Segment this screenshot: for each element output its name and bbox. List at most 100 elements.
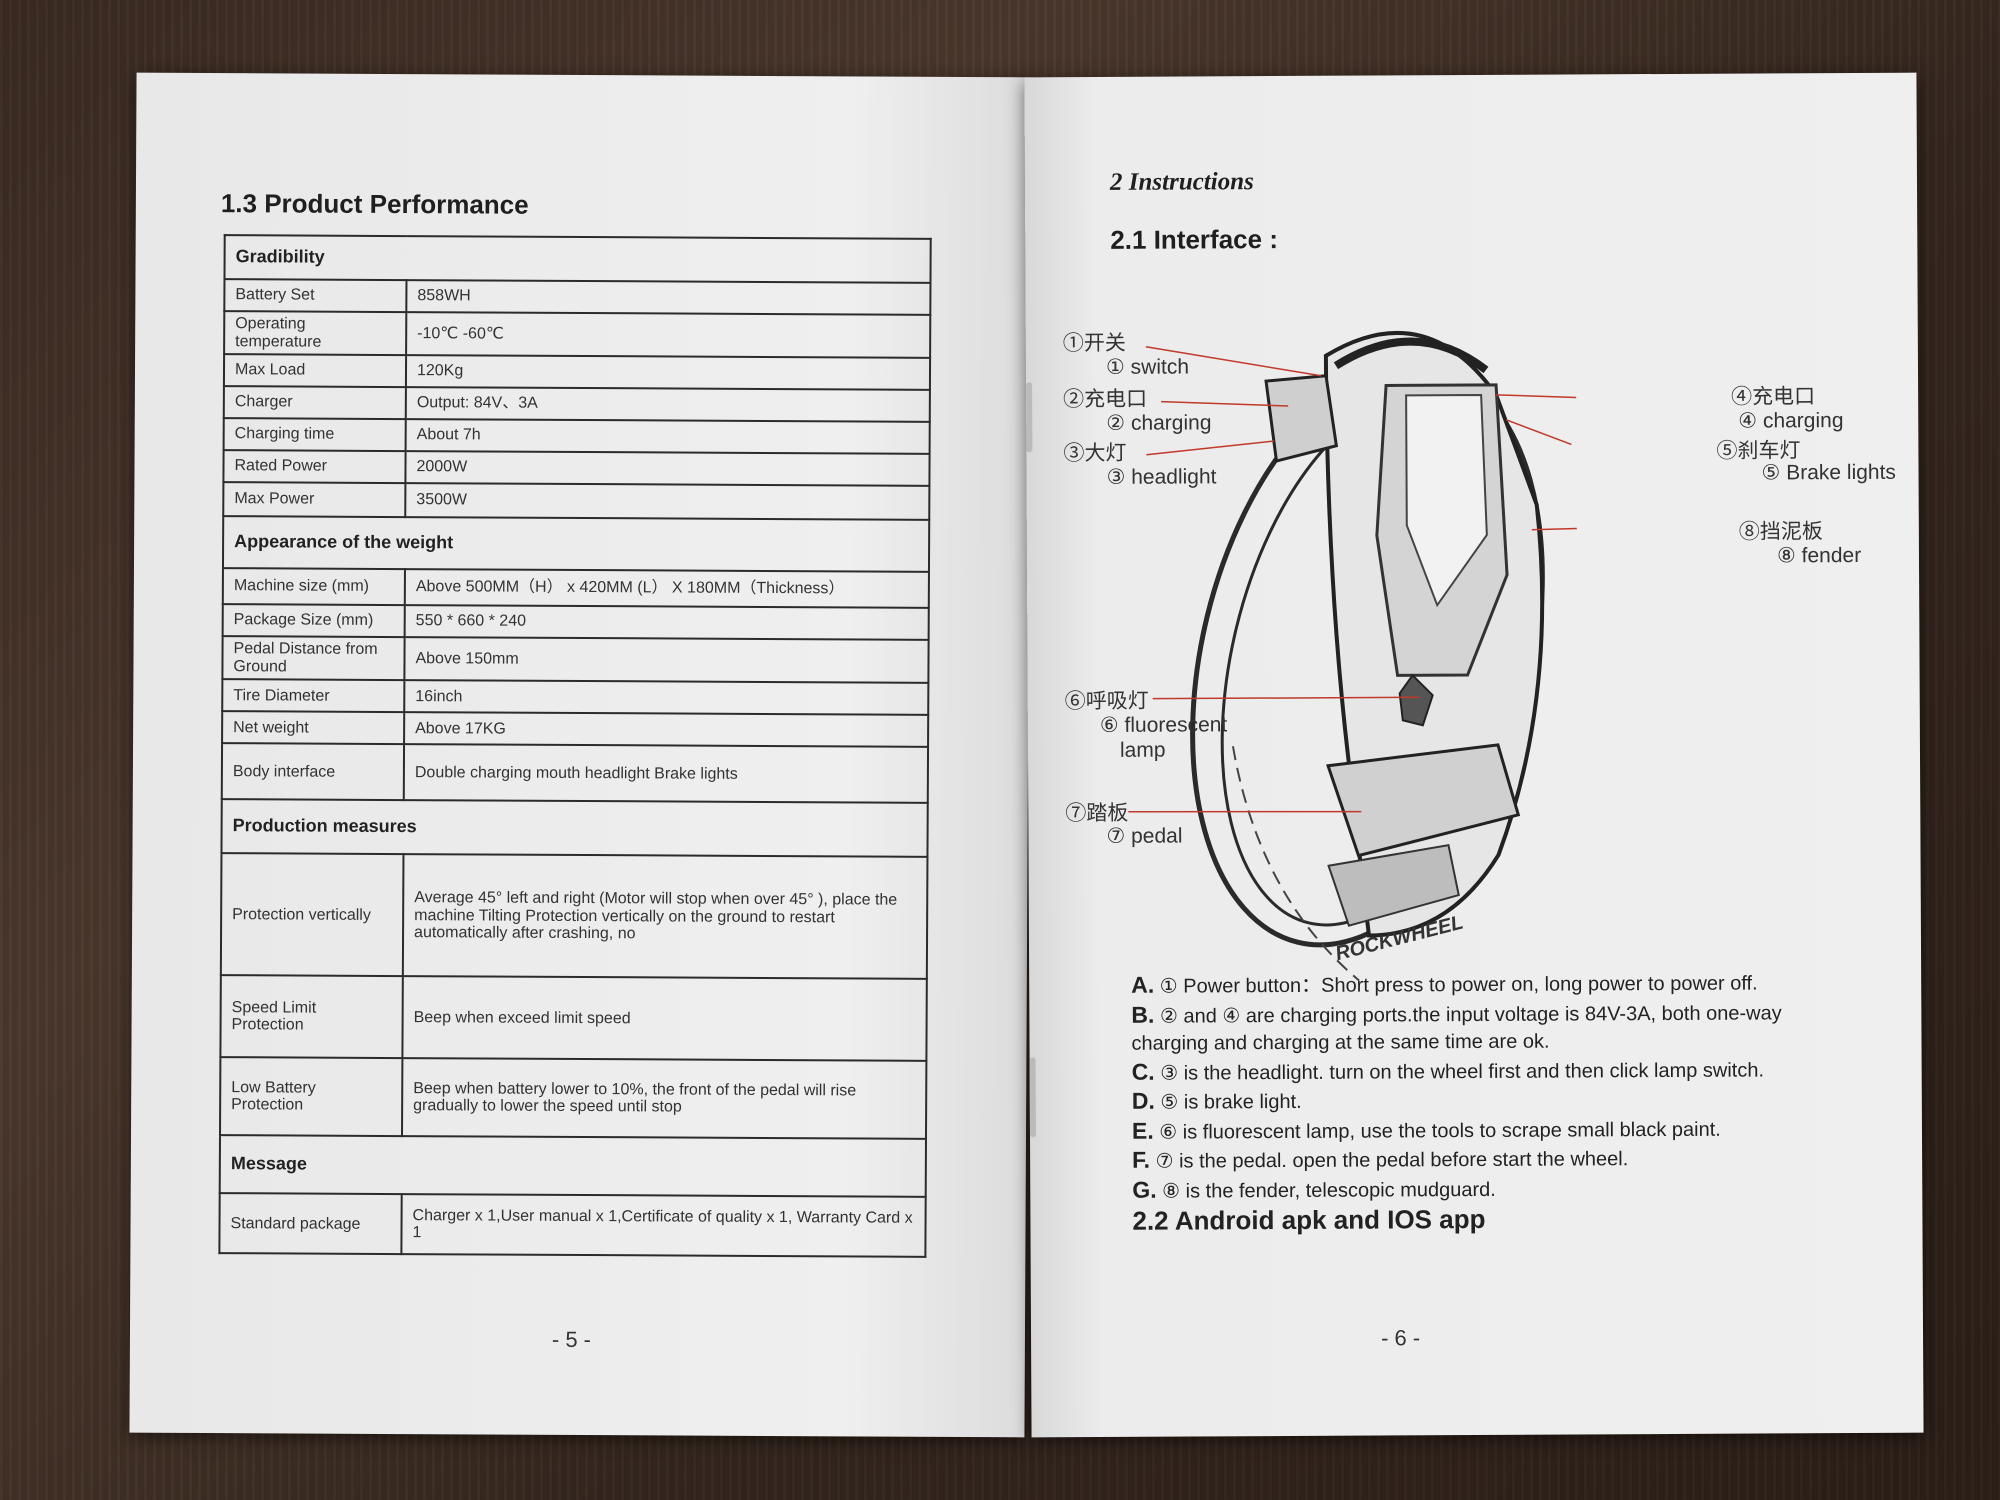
spec-value: Output: 84V、3A [405, 387, 930, 423]
label-lamp: lamp [1119, 738, 1166, 762]
spec-key: Tire Diameter [222, 679, 405, 713]
spec-value: 550 * 660 * 240 [404, 605, 929, 641]
spec-key: Charging time [223, 418, 406, 452]
spec-value: Above 500MM（H） x 420MM (L） X 180MM（Thick… [404, 569, 929, 609]
instruction-item: E. ⑥ is fluorescent lamp, use the tools … [1132, 1114, 1832, 1147]
instruction-item: G. ⑧ is the fender, telescopic mudguard. [1132, 1173, 1832, 1206]
spec-key: Operating temperature [224, 311, 407, 356]
label-brake-lights: ⑤ Brake lights [1761, 460, 1896, 485]
spec-key: Rated Power [223, 450, 406, 484]
table-row: Operating temperature-10℃ -60℃ [224, 311, 931, 359]
instruction-letter: D. [1131, 1087, 1155, 1114]
spec-value: Beep when battery lower to 10%, the fron… [402, 1058, 927, 1140]
spec-key: Standard package [219, 1193, 402, 1255]
label-switch: ① switch [1105, 355, 1190, 379]
table-group-row: Message [219, 1135, 926, 1198]
page-6: 2 Instructions 2.1 Interface : [1024, 72, 1924, 1438]
label-charging-cn: ②充电口 [1063, 387, 1148, 412]
spec-value: 3500W [405, 483, 930, 521]
unicycle-illustration [1128, 330, 1577, 982]
instruction-item: D. ⑤ is brake light. [1132, 1084, 1832, 1117]
spec-key: Package Size (mm) [222, 604, 405, 638]
label-headlight-cn: ③大灯 [1063, 441, 1127, 466]
spec-key: Body interface [221, 743, 405, 801]
spec-value: Above 150mm [404, 637, 929, 684]
table-row: Package Size (mm)550 * 660 * 240 [222, 604, 929, 641]
instruction-text: ⑤ is brake light. [1160, 1090, 1302, 1114]
instruction-letter: E. [1131, 1117, 1154, 1144]
spec-key: Charger [223, 386, 406, 420]
spec-value: Beep when exceed limit speed [402, 976, 927, 1062]
table-row: Machine size (mm)Above 500MM（H） x 420MM … [222, 568, 929, 609]
spec-key: Speed Limit Protection [220, 975, 403, 1059]
instruction-item: A. ① Power button：Short press to power o… [1131, 968, 1831, 1001]
group-header: Gradibility [224, 235, 931, 283]
instruction-item: B. ② and ④ are charging ports.the input … [1131, 998, 1831, 1059]
instruction-text: ⑦ is the pedal. open the pedal before st… [1155, 1148, 1629, 1173]
spec-key: Machine size (mm) [222, 568, 405, 606]
page-number: - 5 - [551, 1326, 592, 1353]
label-charging-2-cn: ④充电口 [1731, 385, 1816, 409]
spec-value: -10℃ -60℃ [406, 312, 931, 359]
label-fluorescent: ⑥ fluorescent [1099, 713, 1228, 737]
group-header: Production measures [221, 799, 928, 858]
label-charging-2: ④ charging [1738, 409, 1844, 433]
apps-subsection-title: 2.2 Android apk and IOS app [1132, 1203, 1486, 1236]
table-group-row: Gradibility [224, 235, 931, 283]
chapter-title: 2 Instructions [1109, 168, 1254, 196]
instruction-letter: A. [1131, 971, 1155, 998]
spec-key: Pedal Distance from Ground [222, 636, 405, 681]
instruction-text: ② and ④ are charging ports.the input vol… [1131, 1001, 1782, 1055]
instruction-letter: B. [1131, 1001, 1155, 1028]
spec-key: Net weight [222, 711, 405, 745]
instruction-item: F. ⑦ is the pedal. open the pedal before… [1132, 1143, 1832, 1176]
spec-key: Max Power [223, 482, 406, 518]
staple-bottom [1029, 1057, 1036, 1138]
group-header: Appearance of the weight [222, 516, 930, 573]
spec-key: Low Battery Protection [220, 1057, 403, 1137]
spec-value: Charger x 1,User manual x 1,Certificate … [401, 1194, 926, 1258]
instruction-list: A. ① Power button：Short press to power o… [1131, 968, 1832, 1236]
label-fender: ⑧ fender [1776, 543, 1862, 568]
label-headlight: ③ headlight [1106, 465, 1217, 489]
label-charging: ② charging [1106, 411, 1212, 435]
instruction-letter: F. [1132, 1146, 1151, 1173]
spec-value: Double charging mouth headlight Brake li… [403, 744, 929, 804]
spec-value: 16inch [404, 680, 929, 716]
label-switch-cn: ①开关 [1062, 331, 1126, 356]
spec-value: Above 17KG [404, 712, 929, 748]
spec-value: 120Kg [405, 355, 931, 391]
label-fluorescent-cn: ⑥呼吸灯 [1064, 689, 1149, 714]
instruction-text: ⑧ is the fender, telescopic mudguard. [1162, 1178, 1496, 1203]
spec-key: Max Load [223, 354, 407, 388]
instruction-letter: C. [1131, 1058, 1155, 1085]
spec-value: Average 45° left and right (Motor will s… [402, 854, 928, 980]
section-title: 1.3 Product Performance [220, 188, 529, 220]
instruction-text: ① Power button：Short press to power on, … [1159, 972, 1758, 998]
spec-key: Battery Set [224, 279, 407, 313]
table-group-row: Production measures [221, 799, 928, 858]
interface-title: 2.1 Interface : [1110, 224, 1279, 255]
instruction-text: ⑥ is fluorescent lamp, use the tools to … [1159, 1118, 1721, 1144]
spec-key: Protection vertically [220, 853, 404, 977]
instruction-text: ③ is the headlight. turn on the wheel fi… [1160, 1058, 1765, 1085]
label-pedal: ⑦ pedal [1106, 824, 1183, 848]
instruction-item: C. ③ is the headlight. turn on the wheel… [1132, 1055, 1832, 1088]
label-fender-cn: ⑧挡泥板 [1738, 520, 1823, 544]
